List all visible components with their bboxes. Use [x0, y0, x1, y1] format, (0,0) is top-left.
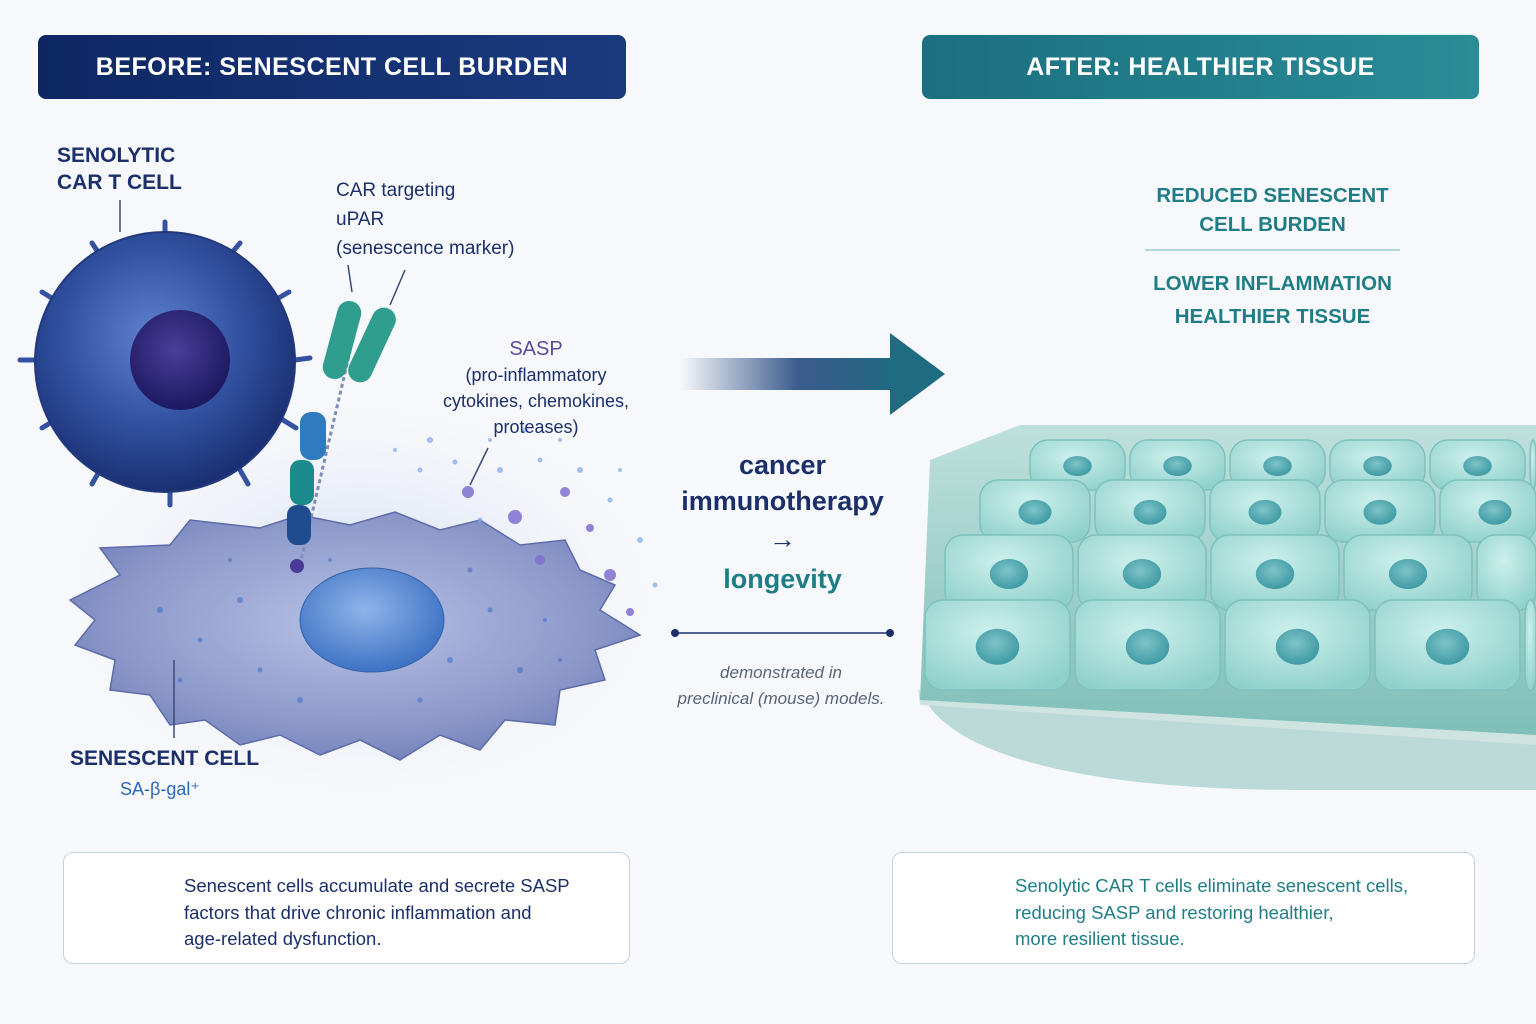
before-summary-panel: Senescent cells accumulate and secrete S… [63, 852, 630, 964]
outcome-block-2: LOWER INFLAMMATION HEALTHIER TISSUE [1120, 267, 1425, 333]
tissue-cell-nucleus [1133, 499, 1167, 525]
sasp-particles [393, 427, 658, 616]
tissue-cell-nucleus [975, 628, 1020, 665]
tissue-cell-nucleus [1463, 456, 1492, 476]
before-header: BEFORE: SENESCENT CELL BURDEN [38, 35, 626, 99]
tissue-cell-nucleus [1248, 499, 1282, 525]
tissue-cell-nucleus [1425, 628, 1470, 665]
outcome-block-1: REDUCED SENESCENT CELL BURDEN [1120, 181, 1425, 239]
tissue-cell [1529, 439, 1536, 491]
after-summary-line2: reducing SASP and restoring healthier, [1015, 901, 1334, 923]
center-line-cancer: cancer [738, 450, 827, 480]
tissue-cell-nucleus [1163, 456, 1192, 476]
transition-arrow [680, 333, 945, 415]
tissue-cell-nucleus [1018, 499, 1052, 525]
center-note-line1: demonstrated in [720, 663, 842, 682]
car-label: CAR targeting uPAR (senescence marker) [336, 176, 514, 263]
after-header: AFTER: HEALTHIER TISSUE [922, 35, 1479, 99]
senescent-label: SENESCENT CELL [70, 747, 260, 770]
after-summary-line1: Senolytic CAR T cells eliminate senescen… [1015, 875, 1409, 896]
senescent-cell [68, 511, 642, 761]
center-arrow: → [769, 524, 796, 554]
center-note-line2: preclinical (mouse) models. [677, 689, 885, 708]
tissue-cell-nucleus [1063, 456, 1092, 476]
sasp-label: SASP (pro-inflammatory cytokines, chemok… [436, 336, 636, 440]
tissue-cells [924, 439, 1536, 691]
tissue-cell [1476, 534, 1536, 611]
before-summary-line1: Senescent cells accumulate and secrete S… [184, 875, 570, 896]
healthy-tissue [918, 425, 1536, 790]
car-t-cell [17, 219, 313, 508]
tissue-cell-nucleus [1125, 628, 1170, 665]
tissue-cell-nucleus [1122, 559, 1162, 589]
senescent-marker: SA-β-gal⁺ [120, 779, 200, 799]
sasp-desc-line2: cytokines, chemokines, [442, 391, 630, 411]
after-summary-line3: more resilient tissue. [1015, 928, 1185, 949]
tissue-cell-nucleus [1363, 499, 1397, 525]
tcell-label-line1: SENOLYTIC [57, 144, 176, 167]
tissue-cell-nucleus [1478, 499, 1512, 525]
sasp-title: SASP [509, 338, 563, 360]
car-label-line3: (senescence marker) [336, 238, 515, 259]
center-line-longevity: longevity [723, 564, 842, 594]
tissue-cell-nucleus [989, 559, 1029, 589]
center-text: cancer immunotherapy → longevity [660, 448, 905, 600]
outcome-line-reduced: REDUCED SENESCENT [1156, 184, 1389, 207]
sasp-desc-line3: proteases) [493, 417, 579, 437]
before-summary-text: Senescent cells accumulate and secrete S… [184, 873, 570, 953]
sasp-desc-line1: (pro-inflammatory [465, 365, 607, 385]
before-summary-line3: age-related dysfunction. [184, 928, 382, 949]
car-label-line2: uPAR [336, 209, 385, 230]
before-summary-line2: factors that drive chronic inflammation … [184, 901, 532, 923]
car-label-line1: CAR targeting [336, 180, 456, 201]
tcell-label: SENOLYTIC CAR T CELL [57, 142, 182, 196]
tissue-cell-nucleus [1255, 559, 1295, 589]
center-note: demonstrated in preclinical (mouse) mode… [650, 660, 912, 712]
center-line-immunotherapy: immunotherapy [681, 486, 884, 516]
car-receptor [287, 300, 396, 573]
tissue-cell-nucleus [1263, 456, 1292, 476]
tissue-cell-nucleus [1363, 456, 1392, 476]
outcome-line-burden: CELL BURDEN [1199, 213, 1346, 236]
tissue-cell [1524, 599, 1536, 691]
after-summary-panel: Senolytic CAR T cells eliminate senescen… [892, 852, 1475, 964]
outcome-line-inflammation: LOWER INFLAMMATION [1153, 272, 1392, 295]
after-summary-text: Senolytic CAR T cells eliminate senescen… [1015, 873, 1408, 953]
tcell-label-line2: CAR T CELL [57, 171, 182, 194]
tissue-cell-nucleus [1388, 559, 1428, 589]
outcome-line-healthier: HEALTHIER TISSUE [1174, 305, 1371, 328]
tissue-cell-nucleus [1275, 628, 1320, 665]
